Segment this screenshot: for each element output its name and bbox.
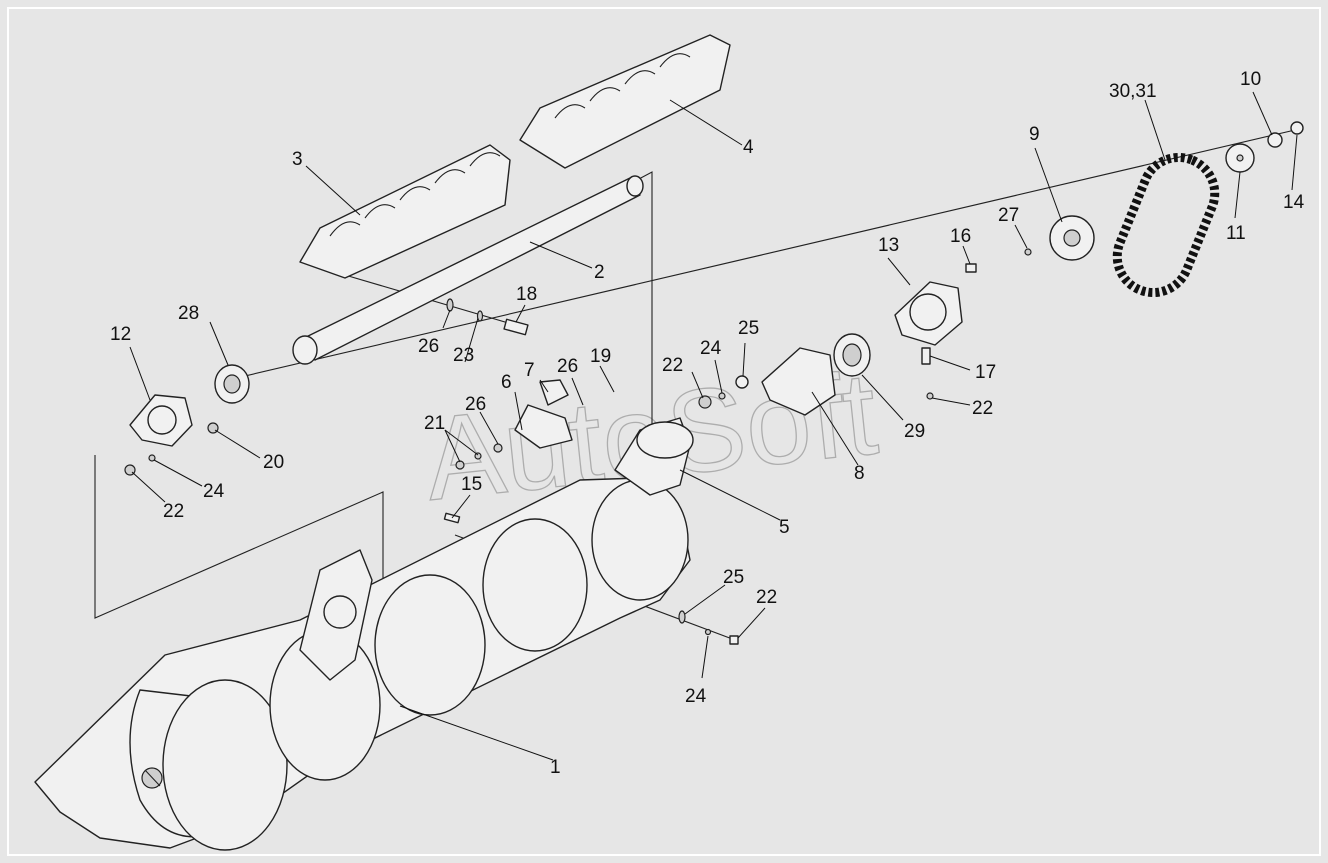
leader-lines xyxy=(129,91,1298,761)
callout-16: 16 xyxy=(950,226,971,247)
callout-12: 12 xyxy=(110,324,131,345)
auger-shaft xyxy=(292,175,644,365)
callout-27: 27 xyxy=(998,205,1019,226)
callout-20: 20 xyxy=(263,452,284,473)
callout-17: 17 xyxy=(975,362,996,383)
callout-18: 18 xyxy=(516,284,537,305)
callout-30-31: 30,31 xyxy=(1109,81,1157,102)
callout-22c: 22 xyxy=(972,398,993,419)
callout-23: 23 xyxy=(453,345,474,366)
fasteners-bottom xyxy=(678,610,739,645)
callout-24c: 24 xyxy=(685,686,707,707)
callout-8: 8 xyxy=(854,463,865,484)
callout-15: 15 xyxy=(461,474,482,495)
callout-26a: 26 xyxy=(418,336,439,357)
callout-labels: 1 2 3 4 5 6 7 8 9 10 11 12 13 14 15 16 1… xyxy=(110,69,1305,778)
callout-7: 7 xyxy=(524,360,535,381)
callout-24a: 24 xyxy=(203,481,225,502)
callout-5: 5 xyxy=(779,517,790,538)
callout-1: 1 xyxy=(550,757,561,778)
bearing-flange-left xyxy=(129,364,250,447)
callout-24b: 24 xyxy=(700,338,722,359)
cover-right xyxy=(519,34,731,169)
callout-22d: 22 xyxy=(756,587,777,608)
right-side-parts xyxy=(698,121,1304,416)
callout-26c: 26 xyxy=(557,356,578,377)
callout-29: 29 xyxy=(904,421,925,442)
callout-25a: 25 xyxy=(738,318,759,339)
diagram-frame xyxy=(7,7,1321,856)
callout-28: 28 xyxy=(178,303,199,324)
auger-housing xyxy=(34,417,694,851)
callout-25b: 25 xyxy=(723,567,744,588)
callout-22b: 22 xyxy=(662,355,683,376)
callout-21: 21 xyxy=(424,413,445,434)
callout-14: 14 xyxy=(1283,192,1305,213)
callout-10: 10 xyxy=(1240,69,1261,90)
callout-4: 4 xyxy=(743,137,754,158)
brackets xyxy=(514,379,573,449)
callout-2: 2 xyxy=(594,262,605,283)
callout-9: 9 xyxy=(1029,124,1040,145)
callout-13: 13 xyxy=(878,235,899,256)
callout-3: 3 xyxy=(292,149,303,170)
callout-6: 6 xyxy=(501,372,512,393)
callout-26b: 26 xyxy=(465,394,486,415)
callout-22a: 22 xyxy=(163,501,184,522)
callout-19: 19 xyxy=(590,346,611,367)
callout-11: 11 xyxy=(1226,223,1246,244)
cover-left xyxy=(299,144,511,279)
